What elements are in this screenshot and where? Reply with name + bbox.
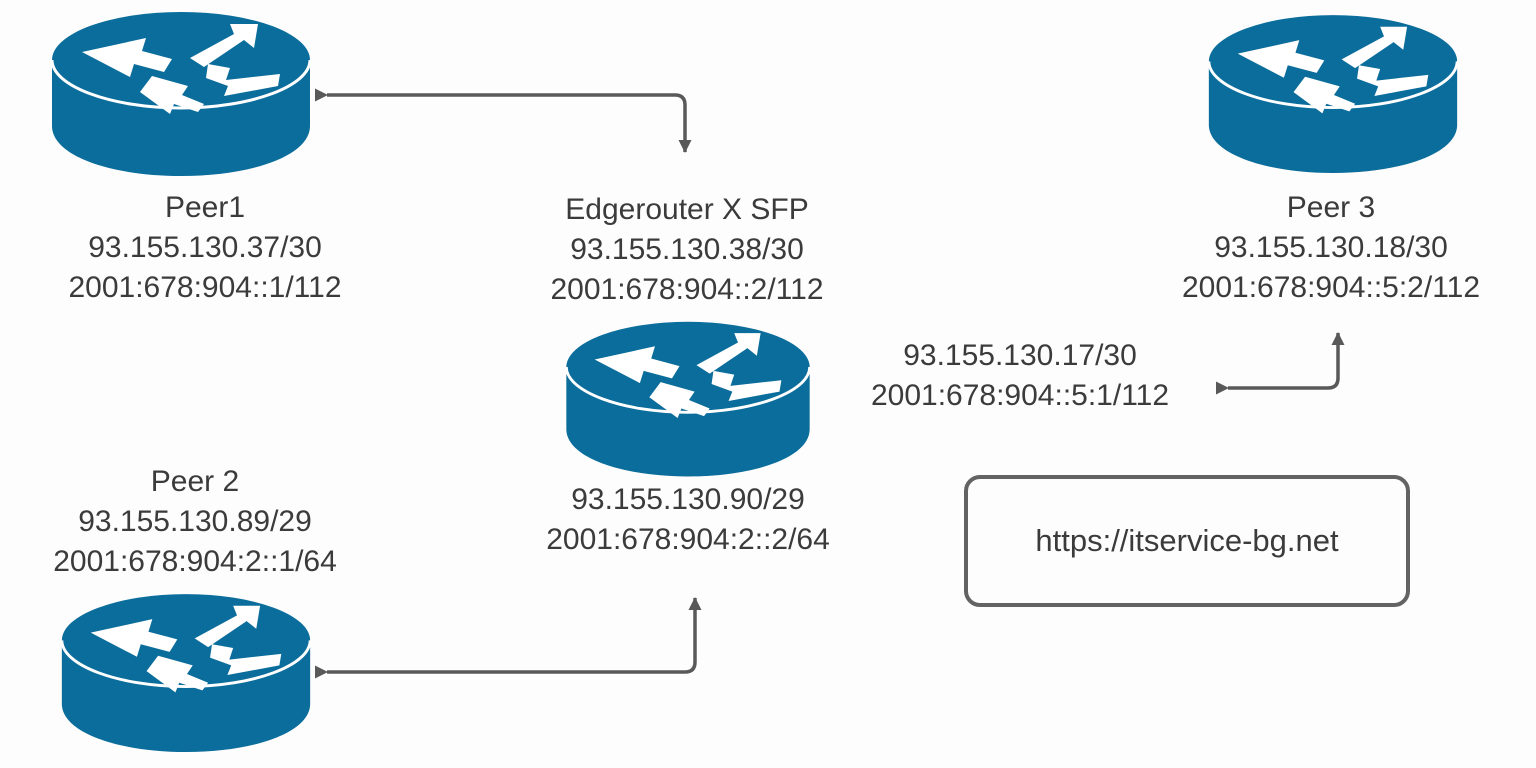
connector-edgerouter-peer2 [315,597,702,679]
router-icon-peer1[interactable] [48,8,314,184]
peer2-name: Peer 2 [150,465,240,498]
peer3-name: Peer 3 [1286,191,1376,224]
peer3-ipv6: 2001:678:904::5:2/112 [1181,271,1481,304]
label-link-edgerouter-peer3: 93.155.130.17/30 2001:678:904::5:1/112 [820,336,1220,416]
label-edgerouter: Edgerouter X SFP 93.155.130.38/30 2001:6… [482,190,892,310]
connector-peer1-edgerouter [315,88,692,153]
edgerouter-name: Edgerouter X SFP [565,193,809,226]
peer2-ipv4: 93.155.130.89/29 [78,505,312,538]
peer1-ipv6: 2001:678:904::1/112 [68,271,342,304]
peer1-name: Peer1 [164,191,246,224]
router-icon-peer3[interactable] [1205,10,1461,182]
link-peer2-ipv4: 93.155.130.90/29 [571,483,805,516]
label-link-edgerouter-peer2: 93.155.130.90/29 2001:678:904:2::2/64 [488,480,888,560]
router-icon-peer2[interactable] [58,590,314,760]
peer2-ipv6: 2001:678:904:2::1/64 [53,545,337,578]
label-peer2: Peer 2 93.155.130.89/29 2001:678:904:2::… [0,462,400,582]
edgerouter-ipv6: 2001:678:904::2/112 [550,273,824,306]
router-icon-edgerouter[interactable] [560,318,816,484]
edgerouter-ipv4: 93.155.130.38/30 [570,233,804,266]
url-text: https://itservice-bg.net [1035,523,1339,558]
connector-edgerouter-peer3 [1216,332,1345,395]
link-peer3-ipv4: 93.155.130.17/30 [903,339,1137,372]
peer1-ipv4: 93.155.130.37/30 [88,231,322,264]
link-peer3-ipv6: 2001:678:904::5:1/112 [870,379,1170,412]
link-peer2-ipv6: 2001:678:904:2::2/64 [546,523,830,556]
label-peer3: Peer 3 93.155.130.18/30 2001:678:904::5:… [1126,188,1536,308]
label-peer1: Peer1 93.155.130.37/30 2001:678:904::1/1… [0,188,410,308]
peer3-ipv4: 93.155.130.18/30 [1214,231,1448,264]
url-box[interactable]: https://itservice-bg.net [964,475,1410,607]
